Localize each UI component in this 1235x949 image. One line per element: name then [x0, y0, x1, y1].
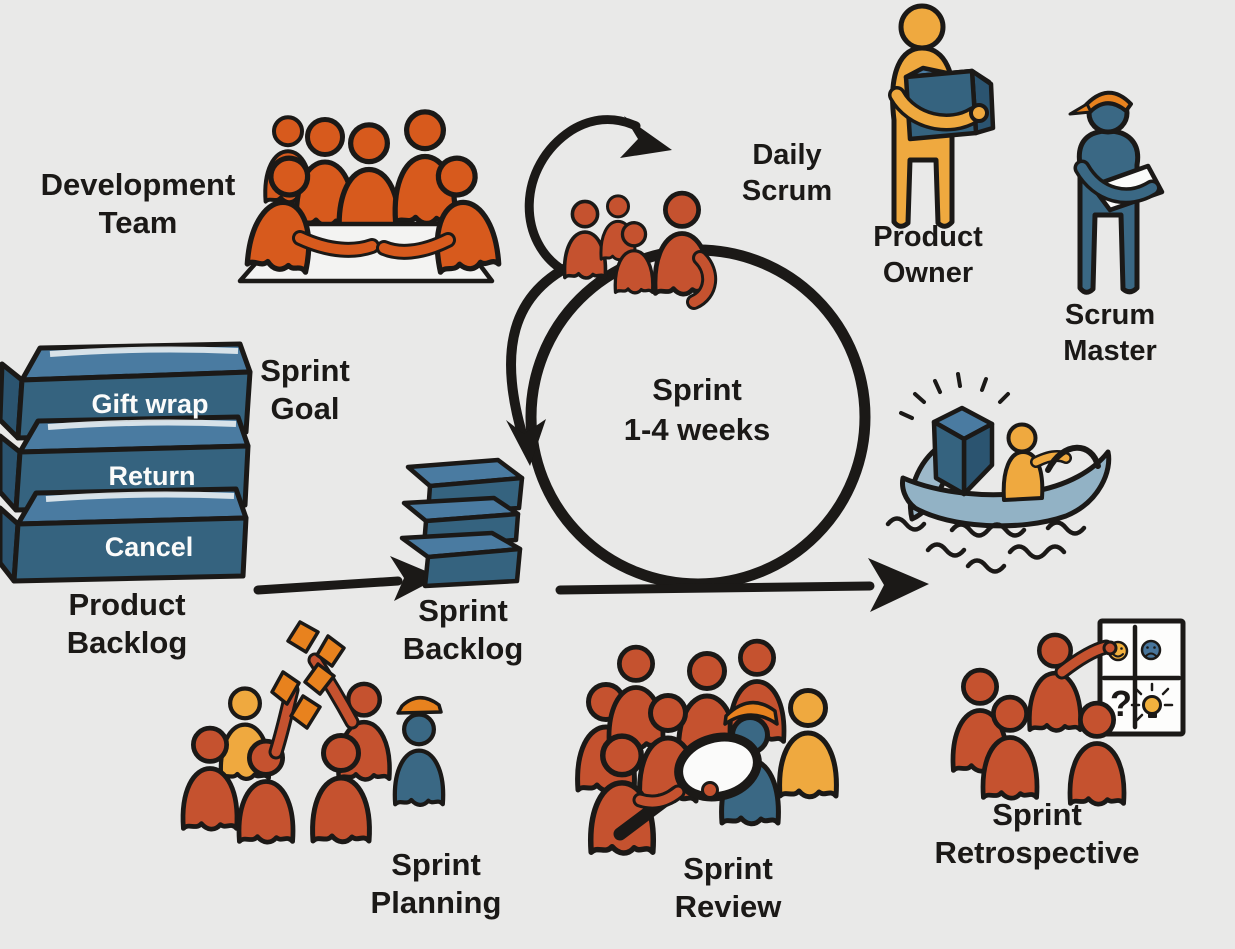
label-sprint-retrospective: Sprint Retrospective [934, 797, 1140, 871]
backlog-transfer-arrow [253, 556, 440, 601]
lightbulb-icon [1130, 682, 1174, 722]
label-scrum-master: Scrum Master [1063, 299, 1157, 367]
product-owner-icon [888, 3, 996, 229]
label-daily-scrum: Daily Scrum [741, 139, 833, 207]
label-sprint-duration: Sprint 1-4 weeks [587, 370, 807, 451]
label-sprint-planning: Sprint Planning [370, 847, 502, 921]
backlog-item-gift-wrap: Gift wrap [91, 389, 209, 419]
sad-face-icon [1140, 639, 1162, 661]
team-table-icon [237, 112, 499, 284]
loop-to-sprint-backlog-arrow [506, 257, 583, 466]
increment-arrow [555, 558, 929, 612]
backlog-item-cancel: Cancel [104, 532, 194, 562]
label-product-backlog: Product Backlog [66, 587, 188, 661]
label-sprint-backlog: Sprint Backlog [402, 593, 524, 667]
label-development-team: Development Team [40, 167, 236, 241]
daily-scrum-loop-arrow [524, 115, 672, 277]
label-sprint-review: Sprint Review [674, 851, 782, 925]
sprint-backlog-icon [399, 457, 525, 589]
waves-icon [885, 516, 1087, 574]
shine-rays-icon [899, 372, 1010, 420]
magnifier-icon [613, 732, 762, 841]
sprint-planning-group-icon [183, 620, 443, 842]
label-product-owner: Product Owner [873, 221, 983, 289]
retro-board-icon: ? [1097, 618, 1186, 737]
product-backlog-icon [0, 341, 253, 584]
increment-boat-icon [885, 372, 1112, 574]
backlog-item-return: Return [108, 461, 196, 491]
question-mark: ? [1110, 683, 1132, 724]
label-sprint-goal: Sprint Goal [260, 353, 350, 427]
planning-cards-icon [270, 620, 346, 730]
scrum-master-icon [1068, 90, 1165, 295]
sprint-loop-line1: Sprint [652, 372, 742, 407]
sprint-retrospective-group-icon: ? [953, 618, 1186, 804]
sprint-review-group-icon [578, 641, 837, 853]
sprint-loop-line2: 1-4 weeks [623, 412, 771, 448]
daily-scrum-group-icon [562, 193, 717, 310]
